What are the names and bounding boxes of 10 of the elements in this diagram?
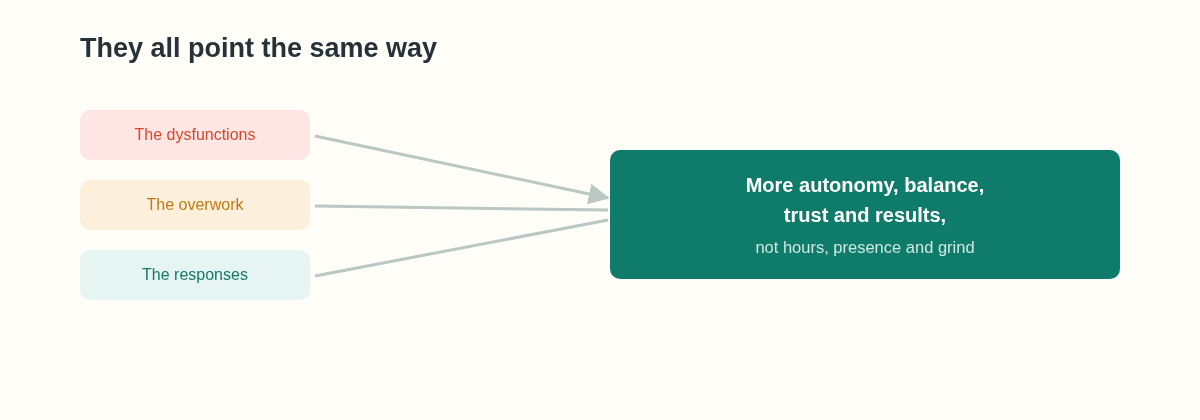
- source-label: The overwork: [146, 195, 244, 215]
- arrow: [314, 134, 610, 205]
- outcome-heading: More autonomy, balance, trust and results,: [744, 172, 986, 228]
- source-box: [80, 250, 310, 300]
- source-label: The dysfunctions: [134, 125, 256, 145]
- diagram-title: They all point the same way: [80, 32, 438, 65]
- source-label: The responses: [142, 265, 248, 285]
- outcome-subtext: not hours, presence and grind: [755, 236, 975, 258]
- outcome-box: [610, 150, 1120, 279]
- source-box: [80, 180, 310, 230]
